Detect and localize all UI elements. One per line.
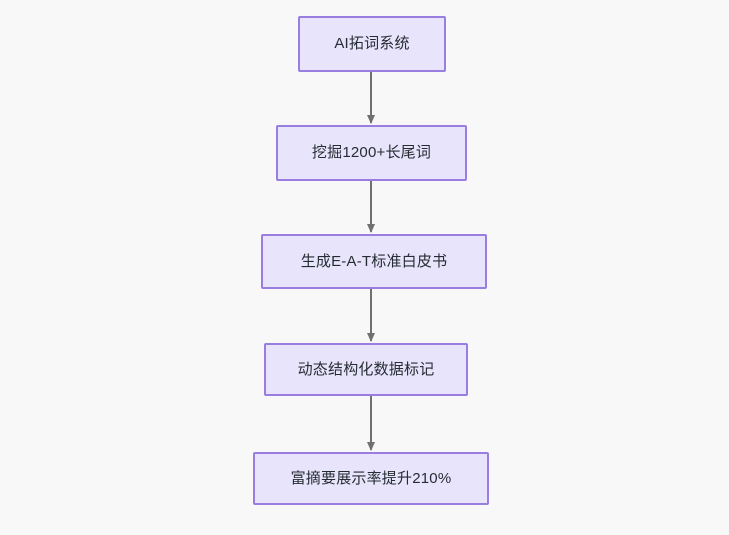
flow-node-dynamic-structured-data-markup[interactable]: 动态结构化数据标记 — [264, 343, 468, 396]
flow-node-label: 生成E-A-T标准白皮书 — [300, 252, 448, 270]
flow-node-ai-keyword-system[interactable]: AI拓词系统 — [298, 16, 446, 72]
flow-node-label: 动态结构化数据标记 — [297, 360, 435, 378]
flow-node-label: 富摘要展示率提升210% — [290, 469, 452, 487]
flow-node-rich-snippet-rate-increase[interactable]: 富摘要展示率提升210% — [253, 452, 489, 505]
flow-node-label: AI拓词系统 — [334, 35, 410, 52]
flow-node-mine-longtail-keywords[interactable]: 挖掘1200+长尾词 — [276, 125, 467, 181]
flow-node-label: 挖掘1200+长尾词 — [311, 144, 432, 161]
flow-node-generate-eat-whitepaper[interactable]: 生成E-A-T标准白皮书 — [261, 234, 487, 289]
